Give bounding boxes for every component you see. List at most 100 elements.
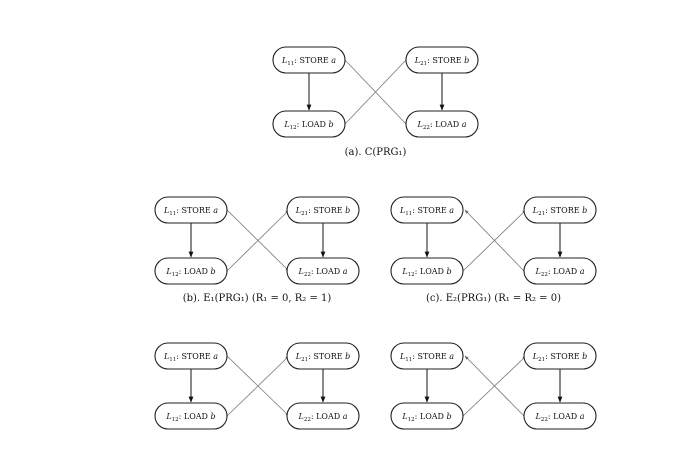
node-var: b [447, 267, 452, 276]
node-l11: L11: STORE a [154, 342, 228, 370]
node-name: L [399, 352, 405, 361]
node-op: : LOAD [311, 412, 343, 421]
node-box [390, 402, 464, 430]
edge-l12-l21 [462, 209, 527, 272]
node-op: : STORE [308, 352, 345, 361]
node-name: L [163, 352, 169, 361]
caption-a: (a). C(PRG₁) [345, 147, 407, 158]
node-l21: L21: STORE b [405, 46, 479, 74]
caption-b: (b). E₁(PRG₁) (R₁ = 0, R₂ = 1) [183, 293, 332, 304]
node-op: : LOAD [415, 412, 447, 421]
node-label: L22: LOAD a [417, 120, 467, 131]
node-label: L11: STORE a [163, 206, 218, 217]
node-subscript: 22 [541, 272, 548, 278]
node-l12: L12: LOAD b [272, 110, 346, 138]
node-box [523, 342, 597, 370]
node-subscript: 11 [169, 211, 176, 217]
node-label: L11: STORE a [281, 56, 336, 67]
node-subscript: 12 [172, 417, 179, 423]
node-op: : LOAD [297, 120, 329, 129]
node-var: b [582, 206, 587, 215]
node-box [405, 46, 479, 74]
node-subscript: 11 [405, 211, 412, 217]
node-op: : STORE [308, 206, 345, 215]
node-box [286, 196, 360, 224]
node-l12: L12: LOAD b [154, 257, 228, 285]
node-label: L22: LOAD a [298, 412, 348, 423]
node-box [272, 46, 346, 74]
node-l11: L11: STORE a [154, 196, 228, 224]
node-subscript: 21 [420, 61, 427, 67]
node-l22: L22: LOAD a [286, 402, 360, 430]
node-name: L [532, 352, 538, 361]
node-var: a [449, 206, 454, 215]
node-var: a [449, 352, 454, 361]
node-op: : STORE [545, 206, 582, 215]
node-label: L12: LOAD b [401, 267, 451, 278]
node-l11: L11: STORE a [390, 196, 464, 224]
node-box [286, 257, 360, 285]
node-name: L [295, 206, 301, 215]
node-l22: L22: LOAD a [286, 257, 360, 285]
node-name: L [165, 412, 171, 421]
node-box [286, 402, 360, 430]
node-var: a [343, 267, 348, 276]
node-var: a [213, 206, 218, 215]
node-label: L22: LOAD a [535, 412, 585, 423]
node-l22: L22: LOAD a [405, 110, 479, 138]
node-op: : LOAD [179, 267, 211, 276]
node-label: L21: STORE b [295, 206, 350, 217]
node-var: b [447, 412, 452, 421]
caption-c: (c). E₂(PRG₁) (R₁ = R₂ = 0) [426, 293, 561, 304]
node-l22: L22: LOAD a [523, 257, 597, 285]
node-var: b [211, 267, 216, 276]
node-op: : LOAD [548, 267, 580, 276]
node-label: L12: LOAD b [401, 412, 451, 423]
edge-l12-l21 [226, 355, 290, 417]
node-name: L [165, 267, 171, 276]
node-box [154, 257, 228, 285]
node-box [390, 196, 464, 224]
node-op: : STORE [427, 56, 464, 65]
node-subscript: 11 [405, 357, 412, 363]
node-name: L [281, 56, 287, 65]
node-l11: L11: STORE a [272, 46, 346, 74]
node-subscript: 21 [301, 211, 308, 217]
node-box [286, 342, 360, 370]
node-l21: L21: STORE b [523, 196, 597, 224]
node-box [405, 110, 479, 138]
node-box [523, 196, 597, 224]
node-op: : STORE [412, 206, 449, 215]
node-subscript: 11 [169, 357, 176, 363]
node-name: L [401, 267, 407, 276]
node-op: : LOAD [179, 412, 211, 421]
edge-l12-l21 [462, 355, 527, 417]
node-var: a [462, 120, 467, 129]
node-name: L [399, 206, 405, 215]
node-var: a [213, 352, 218, 361]
node-subscript: 12 [408, 417, 415, 423]
node-subscript: 22 [304, 417, 311, 423]
node-op: : STORE [545, 352, 582, 361]
node-name: L [535, 267, 541, 276]
node-l22: L22: LOAD a [523, 402, 597, 430]
node-var: b [345, 206, 350, 215]
diagram-a: L11: STORE a L12: LOAD b L21: STORE b L22: … [272, 46, 479, 158]
node-box [390, 257, 464, 285]
node-label: L12: LOAD b [165, 412, 215, 423]
node-box [154, 342, 228, 370]
node-label: L21: STORE b [532, 352, 587, 363]
node-op: : LOAD [415, 267, 447, 276]
node-var: a [343, 412, 348, 421]
node-subscript: 22 [304, 272, 311, 278]
node-subscript: 22 [541, 417, 548, 423]
node-l12: L12: LOAD b [154, 402, 228, 430]
node-l12: L12: LOAD b [390, 257, 464, 285]
node-name: L [163, 206, 169, 215]
node-label: L22: LOAD a [535, 267, 585, 278]
node-subscript: 12 [172, 272, 179, 278]
